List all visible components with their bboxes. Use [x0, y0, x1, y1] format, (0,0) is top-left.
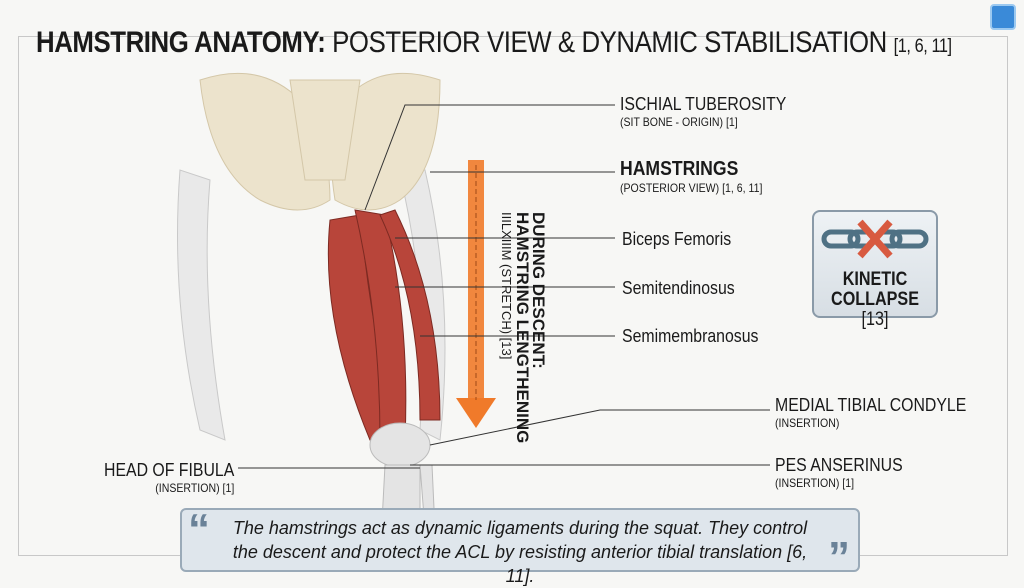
descent-arrow — [456, 160, 496, 428]
label-main: MEDIAL TIBIAL CONDYLE — [775, 395, 967, 415]
leader-lines — [238, 104, 770, 469]
label-semimembranosus: Semimembranosus — [622, 326, 759, 346]
label-main: PES ANSERINUS — [775, 455, 903, 475]
app-logo-icon[interactable] — [990, 4, 1016, 30]
label-medial-tibial-condyle: MEDIAL TIBIAL CONDYLE(INSERTION) — [775, 395, 966, 430]
quote-box: “ The hamstrings act as dynamic ligament… — [180, 505, 860, 586]
descent-line3: IIILXIIIM (STRETCH) [13] — [499, 212, 514, 360]
page-title: HAMSTRING ANATOMY: POSTERIOR VIEW & DYNA… — [36, 26, 952, 60]
descent-annotation: DURING DESCENT: HAMSTRING LENGTHENING II… — [498, 212, 548, 444]
label-semitendinosus: Semitendinosus — [622, 278, 735, 298]
anatomy-illustration — [177, 72, 770, 561]
title-rest: POSTERIOR VIEW & DYNAMIC STABILISATION — [325, 26, 894, 59]
descent-line2: HAMSTRING LENGTHENING — [513, 212, 532, 444]
label-sub: (POSTERIOR VIEW) [1, 6, 11] — [620, 181, 763, 195]
label-main: HEAD OF FIBULA — [104, 460, 235, 480]
title-refs: [1, 6, 11] — [893, 36, 953, 57]
label-sub: (INSERTION) [1] — [775, 476, 855, 490]
close-quote-icon: ” — [828, 533, 850, 582]
kinetic-line2: COLLAPSE — [831, 289, 919, 310]
label-sub: (SIT BONE - ORIGIN) [1] — [620, 115, 738, 129]
pelvis — [199, 72, 441, 211]
hamstring-muscles — [327, 209, 441, 441]
quote-text: The hamstrings act as dynamic ligaments … — [232, 518, 808, 586]
label-ischial-tuberosity: ISCHIAL TUBEROSITY(SIT BONE - ORIGIN) [1… — [620, 94, 786, 129]
open-quote-icon: “ — [188, 505, 210, 554]
label-sub: (INSERTION) — [775, 416, 840, 430]
descent-line1: DURING DESCENT: — [529, 212, 548, 369]
label-head-of-fibula: HEAD OF FIBULA(INSERTION) [1] — [104, 460, 234, 495]
broken-chain-icon — [821, 219, 929, 259]
label-main: HAMSTRINGS — [620, 158, 739, 180]
kinetic-line1: KINETIC — [842, 269, 908, 290]
title-bold: HAMSTRING ANATOMY: — [36, 26, 326, 59]
label-hamstrings: HAMSTRINGS(POSTERIOR VIEW) [1, 6, 11] — [620, 158, 762, 195]
label-biceps-femoris: Biceps Femoris — [622, 229, 732, 249]
label-main: ISCHIAL TUBEROSITY — [620, 94, 787, 114]
label-pes-anserinus: PES ANSERINUS(INSERTION) [1] — [775, 455, 903, 490]
kinetic-ref: [13] — [861, 309, 889, 330]
label-sub: (INSERTION) [1] — [155, 481, 235, 495]
